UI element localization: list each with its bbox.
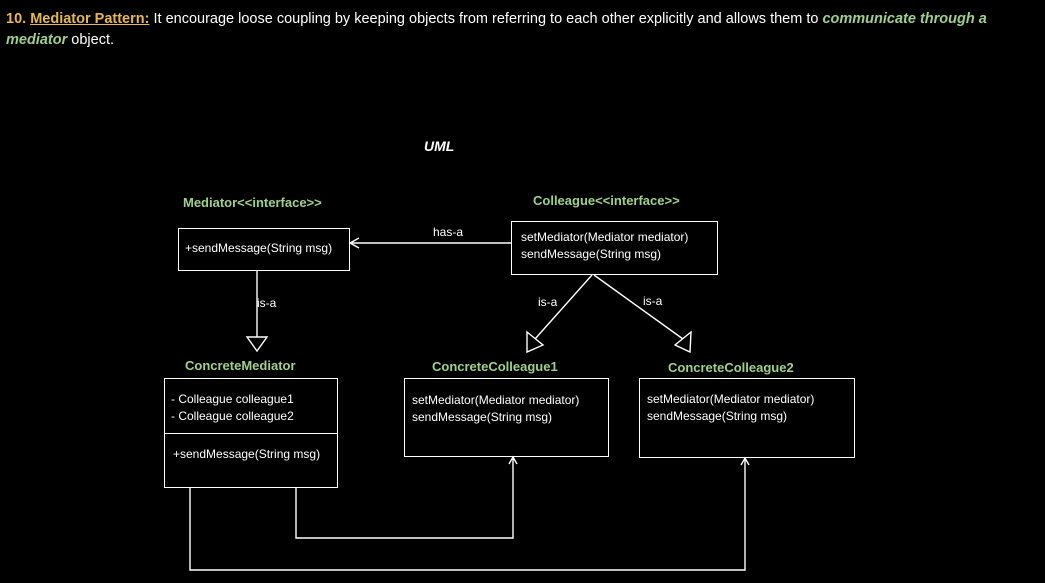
uml-title: UML bbox=[424, 138, 455, 154]
concrete-mediator-field-2: - Colleague colleague2 bbox=[171, 409, 294, 423]
concrete-mediator-methods: +sendMessage(String msg) bbox=[165, 434, 337, 463]
colleague2-is-a-label: is-a bbox=[643, 294, 663, 308]
concrete-colleague2-method-1: setMediator(Mediator mediator) bbox=[647, 392, 815, 406]
concrete-colleague1-method-2: sendMessage(String msg) bbox=[412, 410, 553, 424]
concrete-mediator-class-name: ConcreteMediator bbox=[185, 358, 296, 373]
mediator-class-box: +sendMessage(String msg) bbox=[178, 228, 350, 271]
heading: 10. Mediator Pattern: It encourage loose… bbox=[6, 9, 1041, 51]
concrete-colleague2-method-2: sendMessage(String msg) bbox=[647, 409, 788, 423]
mediator-to-colleague2-line bbox=[189, 458, 746, 571]
colleague-class-name: Colleague<<interface>> bbox=[533, 193, 680, 208]
concrete-colleague1-class-box: setMediator(Mediator mediator) sendMessa… bbox=[404, 378, 609, 457]
has-a-arrowhead bbox=[348, 237, 360, 249]
colleague-class-box: setMediator(Mediator mediator) sendMessa… bbox=[511, 221, 718, 275]
mediator-is-a-triangle bbox=[245, 336, 269, 353]
concrete-mediator-fields: - Colleague colleague1 - Colleague colle… bbox=[165, 379, 337, 434]
concrete-colleague2-class-box: setMediator(Mediator mediator) sendMessa… bbox=[639, 378, 855, 458]
concrete-colleague1-class-name: ConcreteColleague1 bbox=[432, 359, 558, 374]
concrete-mediator-class-box: - Colleague colleague1 - Colleague colle… bbox=[164, 378, 338, 488]
concrete-mediator-method: +sendMessage(String msg) bbox=[173, 447, 321, 461]
concrete-colleague2-class-name: ConcreteColleague2 bbox=[668, 360, 794, 375]
colleague1-is-a-label: is-a bbox=[538, 295, 558, 309]
heading-text-after: object. bbox=[67, 32, 114, 48]
colleague-method-1: setMediator(Mediator mediator) bbox=[521, 230, 689, 244]
mediator-is-a-label: is-a bbox=[257, 296, 277, 310]
mediator-to-colleague2-arrowhead bbox=[740, 456, 750, 466]
colleague-method-2: sendMessage(String msg) bbox=[521, 247, 662, 261]
colleague2-is-a-triangle bbox=[673, 330, 692, 354]
heading-highlight: communicate through a mediator bbox=[6, 11, 987, 48]
concrete-colleague1-method-1: setMediator(Mediator mediator) bbox=[412, 393, 580, 407]
colleague1-is-a-line bbox=[534, 274, 593, 340]
has-a-label: has-a bbox=[433, 225, 464, 239]
heading-text-before: It encourage loose coupling by keeping o… bbox=[149, 11, 823, 27]
concrete-mediator-field-1: - Colleague colleague1 bbox=[171, 392, 294, 406]
heading-term: Mediator Pattern: bbox=[30, 11, 150, 27]
mediator-to-colleague1-line bbox=[295, 457, 514, 539]
colleague1-is-a-triangle bbox=[526, 330, 545, 354]
heading-number: 10. bbox=[6, 11, 27, 27]
mediator-method: +sendMessage(String msg) bbox=[185, 241, 333, 255]
colleague2-is-a-line bbox=[593, 274, 684, 340]
mediator-to-colleague1-arrowhead bbox=[508, 455, 518, 465]
mediator-class-name: Mediator<<interface>> bbox=[183, 195, 322, 210]
